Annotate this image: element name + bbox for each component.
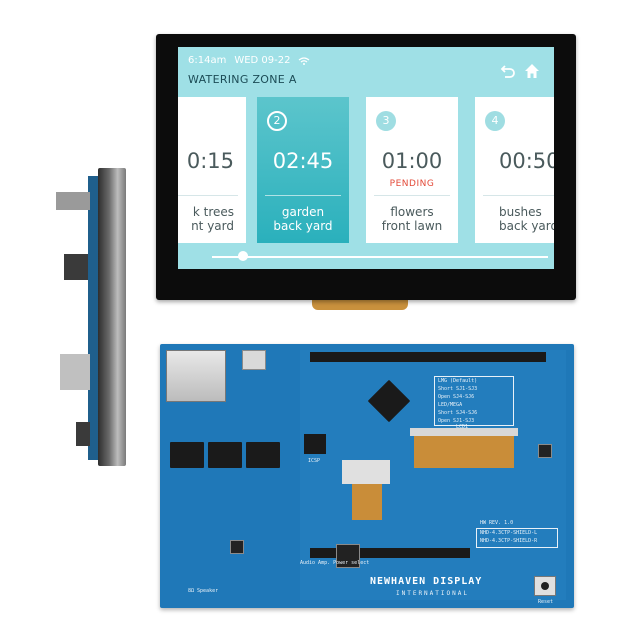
config-box — [434, 376, 514, 426]
fpc-latch — [410, 428, 518, 436]
card-divider — [374, 195, 450, 196]
icsp-label: ICSP — [308, 458, 321, 464]
status-bar: 6:14am WED 09-22 — [188, 55, 310, 66]
home-icon[interactable] — [524, 63, 540, 79]
arduino-header-bottom — [310, 548, 470, 558]
scroll-slider-track[interactable] — [212, 256, 548, 258]
shield-line-1: NHD-4.3CTP-SHIELD-L — [480, 530, 538, 536]
side-pcb — [88, 176, 100, 460]
fpc-connector — [414, 432, 514, 468]
card-line2: back yard — [273, 219, 333, 233]
side-connector — [56, 192, 90, 210]
card-number-badge: 4 — [485, 111, 505, 131]
shield-pcb: LMG (Default) Short SJ1-SJ3 Open SJ4-SJ6… — [160, 344, 574, 608]
card-divider — [178, 195, 238, 196]
card-line1: k trees — [192, 205, 234, 219]
shield-line-2: NHD-4.3CTP-SHIELD-R — [480, 538, 538, 544]
shield-label-box — [476, 528, 558, 548]
touch-connector — [342, 460, 390, 484]
card-line2: front lawn — [381, 219, 443, 233]
card-line1: flowers — [390, 205, 434, 219]
chip-u1 — [170, 442, 204, 468]
nav-icons — [500, 63, 540, 79]
config2-line-2: Open SJ1-SJ3 — [438, 418, 475, 424]
card-time: 0:15 — [186, 149, 234, 173]
zone-card-4[interactable]: 4 00:50 bushes back yard — [475, 97, 554, 243]
lcd-label: LCD1 — [456, 424, 469, 430]
status-time: 6:14am — [188, 55, 227, 66]
component-block — [242, 350, 266, 370]
card-time: 00:50 — [499, 149, 554, 173]
reset-label: Reset — [538, 599, 554, 605]
side-header — [64, 254, 88, 280]
hw-rev-label: HW REV. 1.0 — [480, 520, 514, 526]
status-date: WED 09-22 — [234, 55, 291, 66]
card-line2: nt yard — [191, 219, 234, 233]
side-part-small — [76, 422, 90, 446]
brand-sub-label: INTERNATIONAL — [396, 590, 469, 597]
microsd-slot — [166, 350, 226, 402]
card-line2: back yard — [499, 219, 554, 233]
zone-title: WATERING ZONE A — [188, 73, 297, 86]
config2-title: LED/MEGA — [438, 402, 463, 408]
audio-amp — [230, 540, 244, 554]
back-icon[interactable] — [500, 63, 516, 79]
small-ic — [538, 444, 552, 458]
card-number-badge: 2 — [267, 111, 287, 131]
card-line1: bushes — [499, 205, 542, 219]
side-glass — [98, 168, 126, 466]
card-time: 01:00 — [381, 149, 443, 173]
chip-u2 — [208, 442, 242, 468]
card-number-badge: 3 — [376, 111, 396, 131]
regulator — [336, 544, 360, 568]
wifi-icon — [299, 56, 310, 65]
touch-screen: 6:14am WED 09-22 WATERING ZONE A 0:15 k … — [178, 47, 554, 269]
card-time: 02:45 — [272, 149, 334, 173]
card-divider — [483, 195, 554, 196]
card-line1: garden — [281, 205, 325, 219]
config-title: LMG (Default) — [438, 378, 478, 384]
card-divider — [265, 195, 341, 196]
config2-line-1: Short SJ4-SJ6 — [438, 410, 478, 416]
zone-card-3[interactable]: 3 01:00 PENDING flowers front lawn — [366, 97, 458, 243]
brand-label: NEWHAVEN DISPLAY — [370, 576, 483, 587]
pending-status: PENDING — [389, 179, 435, 189]
config-line-2: Open SJ4-SJ6 — [438, 394, 475, 400]
side-profile-view — [52, 168, 128, 466]
speaker-label: 8Ω Speaker — [188, 588, 219, 594]
scroll-slider-thumb[interactable] — [238, 251, 249, 261]
side-jack — [60, 354, 90, 390]
reset-button[interactable] — [534, 576, 556, 596]
config-line-1: Short SJ1-SJ3 — [438, 386, 478, 392]
chip-u3 — [246, 442, 280, 468]
audio-label: Audio Amp. Power select — [300, 560, 370, 566]
arduino-header-top — [310, 352, 546, 362]
touch-flex — [352, 484, 382, 520]
icsp-header — [304, 434, 326, 454]
zone-card-1[interactable]: 0:15 k trees nt yard — [178, 97, 246, 243]
zone-card-2[interactable]: 2 02:45 garden back yard — [257, 97, 349, 243]
